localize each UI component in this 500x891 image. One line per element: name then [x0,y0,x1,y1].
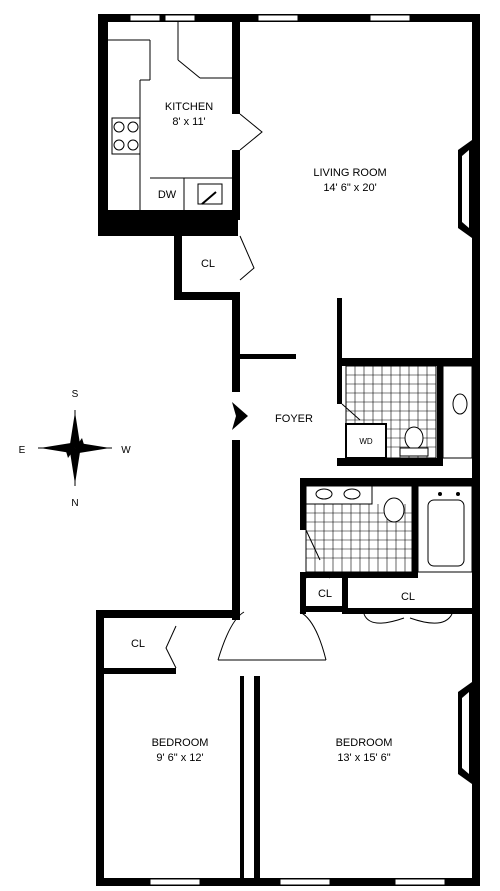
bedroom-2-dims: 13' x 15' 6" [337,752,390,764]
closet-label-bath: CL [318,588,332,600]
living-room-label: LIVING ROOM [313,167,386,179]
compass-east: E [19,445,26,456]
bedroom-1-label: BEDROOM [152,737,209,749]
windows [129,14,446,886]
closet-label-bedroom: CL [131,638,145,650]
foyer-label: FOYER [275,413,313,425]
kitchen-fixtures [108,22,263,210]
living-room-dims: 14' 6" x 20' [323,182,376,194]
compass-north: N [71,498,78,509]
compass-rose [38,410,112,486]
fireplaces [458,140,472,784]
kitchen-dims: 8' x 11' [172,116,205,128]
compass-south: S [72,389,79,400]
compass-west: W [121,445,131,456]
bathroom-2 [305,485,473,573]
bedroom-2-label: BEDROOM [336,737,393,749]
closet-label-hall: CL [401,591,415,603]
bedroom-1-dims: 9' 6" x 12' [156,752,203,764]
door-swings [165,235,453,669]
closet-label-kitchen: CL [201,258,215,270]
bathroom-1 [341,365,473,459]
washer-dryer-label: WD [359,437,373,446]
dishwasher-label: DW [158,189,177,201]
kitchen-label: KITCHEN [165,101,213,113]
